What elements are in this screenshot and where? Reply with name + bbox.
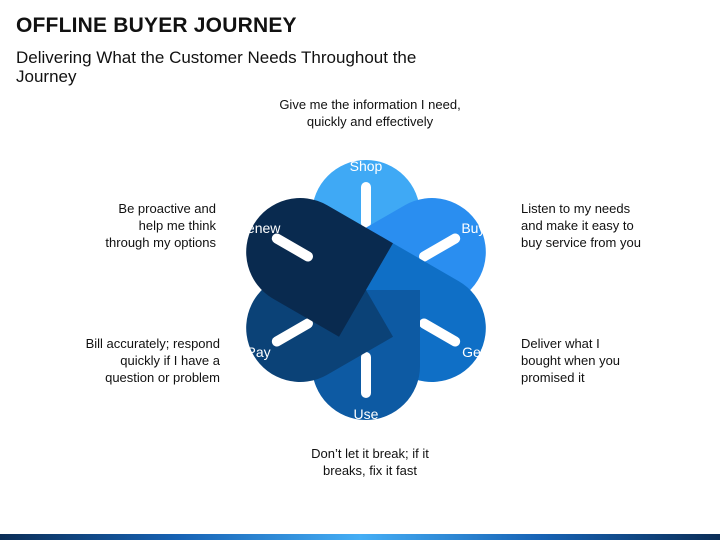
description-get: Deliver what I bought when you promised … (521, 336, 621, 385)
petal-renew (246, 198, 393, 337)
petal-buy-bar (419, 233, 461, 262)
description-pay: Bill accurately; respond quickly if I ha… (85, 336, 220, 385)
page-title: OFFLINE BUYER JOURNEY (16, 14, 297, 37)
description-shop: Give me the information I need, quickly … (279, 97, 461, 129)
page-subtitle: Delivering What the Customer Needs Throu… (16, 48, 417, 86)
petal-label-pay: Pay (247, 344, 271, 360)
description-buy: Listen to my needs and make it easy to b… (521, 201, 641, 250)
petal-label-buy: Buy (461, 220, 485, 236)
petal-shop-bar (361, 182, 371, 228)
petal-use-bar (361, 352, 371, 398)
description-renew: Be proactive and help me think through m… (105, 201, 216, 250)
petal-get-bar (419, 318, 461, 347)
petal-label-get: Get (462, 344, 485, 360)
petal-pay-bar (271, 318, 313, 347)
description-use: Don’t let it break; if it breaks, fix it… (311, 446, 429, 478)
petal-label-use: Use (354, 406, 379, 422)
footer-bar (0, 534, 720, 540)
petal-label-shop: Shop (350, 158, 383, 174)
petal-label-renew: Renew (237, 220, 281, 236)
petal-renew-bar (271, 233, 313, 262)
